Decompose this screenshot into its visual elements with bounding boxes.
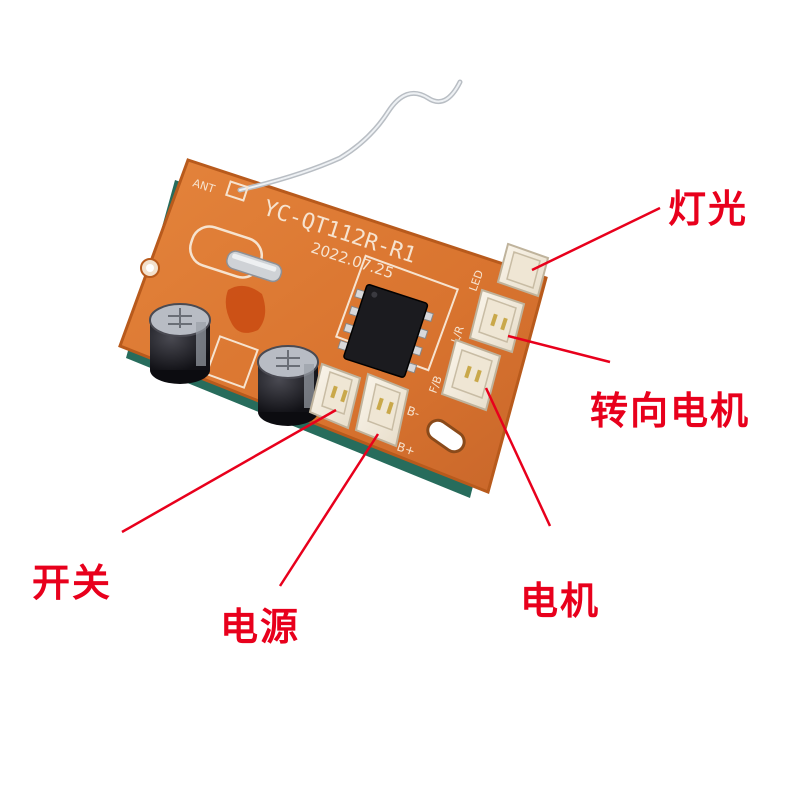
- b-plus-label: B+: [395, 440, 417, 459]
- fb-label: F/B: [427, 374, 445, 395]
- callout-steering-motor-label: 转向电机: [590, 389, 751, 433]
- callout-lines: [121, 206, 661, 587]
- connector-motor: [440, 338, 502, 412]
- b-minus-label: B-: [405, 404, 421, 421]
- capacitor-2: [257, 345, 319, 426]
- callout-power-label: 电源: [220, 605, 301, 649]
- pcb-board: [118, 158, 548, 495]
- mounting-slot: [426, 418, 466, 454]
- callout-switch-label: 开关: [32, 561, 113, 605]
- callout-motor-label: 电机: [520, 579, 601, 623]
- callout-light-label: 灯光: [668, 187, 749, 231]
- callout-line-power: [278, 433, 380, 587]
- callout-line-light: [531, 206, 661, 272]
- ic-chip: [337, 284, 434, 378]
- connector-led: [496, 242, 550, 298]
- callout-line-switch: [121, 408, 337, 534]
- antenna-pad: [225, 180, 249, 202]
- lr-label: L/R: [449, 324, 467, 345]
- capacitor-1: [149, 303, 211, 384]
- connector-switch: [308, 362, 362, 430]
- silkscreen-box: [205, 335, 259, 389]
- glue-blob: [225, 285, 266, 333]
- callout-line-steering: [507, 334, 611, 364]
- callout-line-motor: [484, 387, 552, 527]
- crystal: [226, 250, 283, 283]
- connector-power: [354, 372, 410, 448]
